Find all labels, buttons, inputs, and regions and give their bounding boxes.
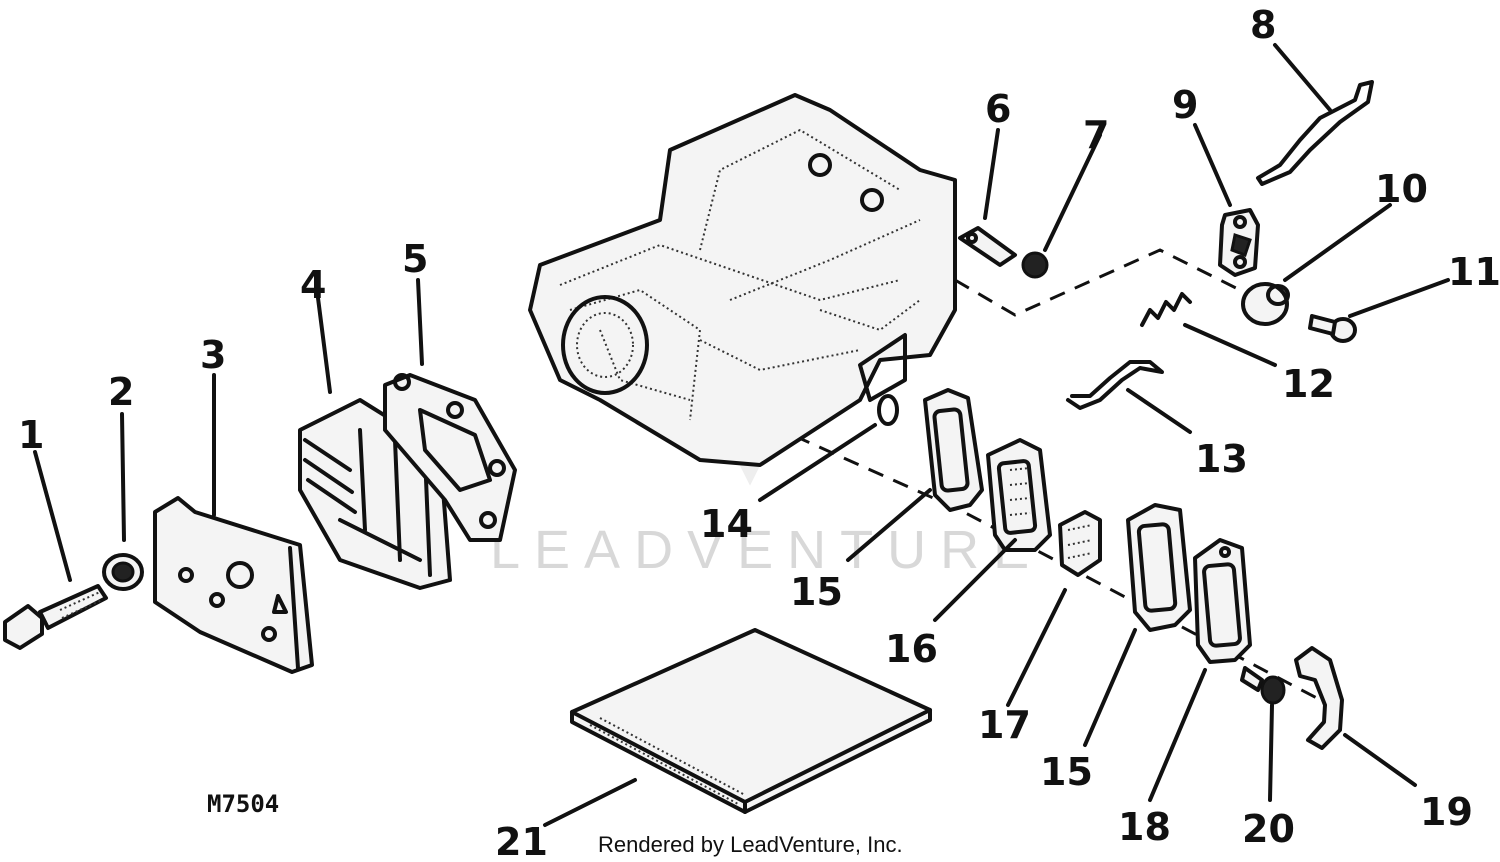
callout-9: 9 <box>1172 83 1198 127</box>
part-12-spring <box>1140 292 1192 327</box>
assembly-centerline-upper <box>954 248 1261 317</box>
part-21-air-filter <box>570 628 932 814</box>
part-19-elbow-hose <box>1294 646 1344 750</box>
callout-14: 14 <box>700 502 753 546</box>
part-2-nut <box>102 553 144 591</box>
part-6-link <box>958 226 1017 267</box>
credit-line: Rendered by LeadVenture, Inc. <box>598 832 903 857</box>
callout-4: 4 <box>300 263 326 307</box>
callout-6: 6 <box>985 87 1011 131</box>
engine-block <box>528 93 957 467</box>
callout-2: 2 <box>108 370 134 414</box>
callout-15-upper: 15 <box>790 570 843 614</box>
callout-15-lower: 15 <box>1040 750 1093 794</box>
callout-10: 10 <box>1375 167 1428 211</box>
callout-7: 7 <box>1083 113 1109 157</box>
callout-17: 17 <box>978 703 1031 747</box>
part-9-link <box>1218 208 1260 277</box>
callout-18: 18 <box>1118 805 1171 849</box>
part-7-nut <box>1021 251 1049 279</box>
callout-12: 12 <box>1282 362 1335 406</box>
part-20-screw <box>1240 666 1286 705</box>
part-13-clip <box>1066 360 1164 410</box>
callout-21: 21 <box>495 820 548 862</box>
part-11-screw <box>1308 314 1357 343</box>
callout-13: 13 <box>1195 437 1248 481</box>
part-5-cover-gasket <box>383 373 517 542</box>
callout-5: 5 <box>402 237 428 281</box>
callout-11: 11 <box>1448 250 1500 294</box>
callout-1: 1 <box>18 413 44 457</box>
figure-id: M7504 <box>207 790 279 818</box>
part-3-bracket-plate <box>153 496 314 674</box>
callout-16: 16 <box>885 627 938 671</box>
part-1-bolt <box>3 584 108 650</box>
callout-3: 3 <box>200 333 226 377</box>
leader-lines <box>33 43 1450 827</box>
part-18-plate <box>1193 538 1252 664</box>
callout-20: 20 <box>1242 807 1295 851</box>
watermark: LEADVENTURE <box>490 520 1043 580</box>
part-14-pin <box>877 394 899 426</box>
part-15-gasket-upper <box>923 388 984 512</box>
part-10-washer <box>1241 282 1290 326</box>
callout-labels: 1 2 3 4 5 6 7 8 9 10 11 12 13 14 15 16 1… <box>18 3 1500 862</box>
part-16-insulator <box>986 438 1052 552</box>
callout-8: 8 <box>1250 3 1276 47</box>
callout-19: 19 <box>1420 790 1473 834</box>
part-17-carburetor-block <box>1058 510 1102 577</box>
part-15-gasket-lower <box>1126 503 1192 632</box>
part-8-lever <box>1256 80 1374 186</box>
